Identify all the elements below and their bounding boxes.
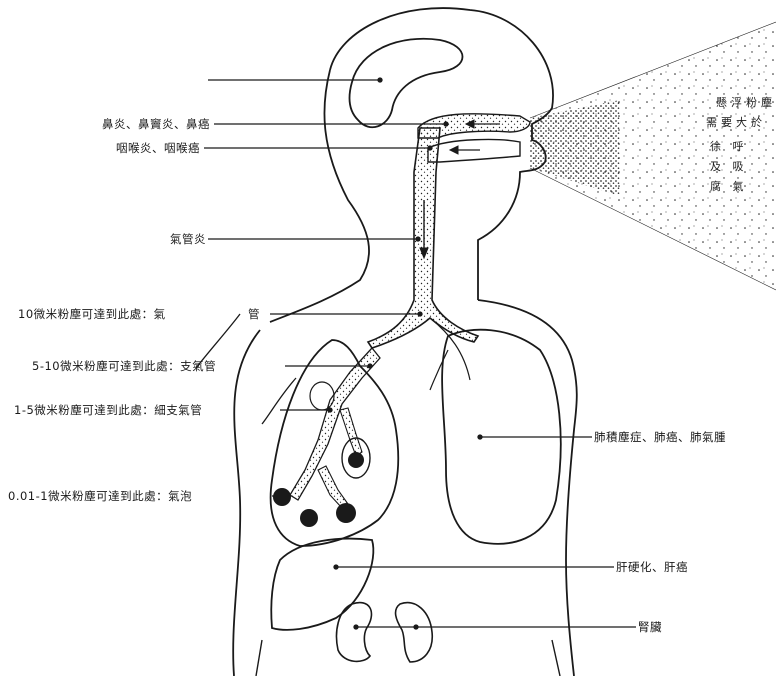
liver (271, 539, 373, 630)
label-liver-diseases: 肝硬化、肝癌 (616, 560, 688, 574)
hip-line-left (256, 640, 262, 676)
particulate-text-4: 及 吸 (710, 160, 748, 174)
label-particle-001-1um: 0.01-1微米粉塵可達到此處：氣泡 (8, 489, 192, 503)
label-throat-diseases: 咽喉炎、咽喉癌 (116, 141, 200, 155)
label-lung-diseases: 肺積塵症、肺癌、肺氣腫 (594, 430, 726, 444)
label-particle-1-5um: 1-5微米粉塵可達到此處：細支氣管 (14, 403, 202, 417)
kidney-left (337, 603, 372, 662)
label-kidney: 腎臟 (638, 620, 662, 634)
particulate-cloud (530, 22, 776, 290)
particulate-text-1: 懸浮粉塵 (716, 96, 776, 110)
brain-region (350, 39, 463, 127)
particulate-text-2: 需要大於 (706, 116, 766, 130)
bronchus-left (290, 348, 380, 500)
bronchiole-lower (318, 466, 348, 508)
neck-left (270, 70, 369, 322)
left-lung (271, 340, 399, 546)
kidney-right (396, 603, 433, 662)
label-nose-diseases: 鼻炎、鼻竇炎、鼻癌 (102, 117, 210, 131)
label-particle-10um-tail: 管 (248, 307, 260, 321)
torso-right (478, 300, 577, 676)
particulate-text-3: 徐 呼 (710, 140, 748, 154)
torso-left (233, 330, 260, 676)
label-particle-10um: 10微米粉塵可達到此處：氣 (18, 307, 166, 321)
hip-line-right (552, 640, 560, 676)
label-tracheitis: 氣管炎 (170, 232, 206, 246)
oral-cavity (428, 140, 520, 162)
particulate-text-5: 腐 氣 (710, 180, 748, 194)
lung-lobule-2 (310, 382, 334, 410)
label-particle-5-10um: 5-10微米粉塵可達到此處：支氣管 (32, 359, 216, 373)
